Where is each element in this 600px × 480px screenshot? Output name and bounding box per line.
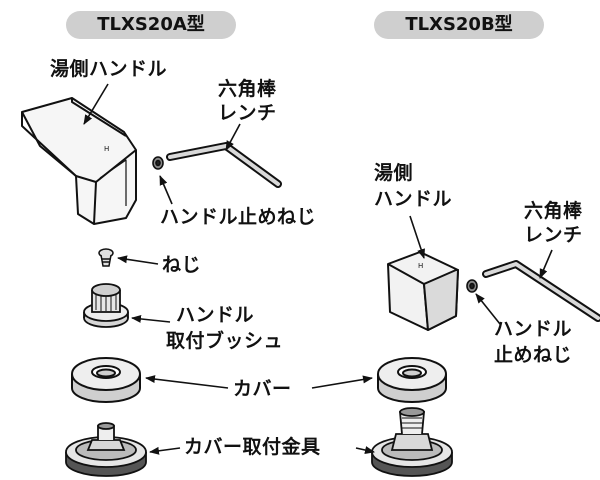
b-hex-wrench-label-line1: 六角棒 bbox=[524, 200, 583, 222]
a-bushing-drawing bbox=[83, 283, 129, 328]
a-hot-handle-label: 湯側ハンドル bbox=[50, 58, 168, 80]
b-set-screw-label-line2: 止めねじ bbox=[494, 344, 573, 366]
a-screw-label: ねじ bbox=[162, 254, 202, 276]
b-hex-wrench-drawing bbox=[482, 260, 600, 322]
leader-lines bbox=[83, 83, 553, 455]
a-bushing-label-line1: ハンドル bbox=[176, 304, 255, 326]
a-cover-drawing bbox=[71, 357, 141, 403]
b-hot-handle-drawing: H bbox=[387, 251, 459, 331]
svg-text:H: H bbox=[418, 262, 423, 270]
cover-label: カバー bbox=[230, 378, 295, 400]
a-cover-fitting-drawing bbox=[65, 422, 147, 477]
model-b-badge: TLXS20B型 bbox=[374, 11, 544, 39]
a-screw-drawing bbox=[98, 248, 114, 267]
a-hot-handle-drawing: H bbox=[21, 97, 137, 225]
cover-fitting-label: カバー取付金具 bbox=[184, 436, 321, 458]
model-a-badge: TLXS20A型 bbox=[66, 11, 236, 39]
a-hex-wrench-label-line1: 六角棒 bbox=[218, 78, 277, 100]
a-bushing-label-line2: 取付ブッシュ bbox=[166, 330, 284, 352]
a-hex-wrench-label-line2: レンチ bbox=[218, 102, 277, 124]
b-cover-drawing bbox=[377, 357, 447, 403]
b-hot-handle-label-line1: 湯側 bbox=[374, 162, 414, 184]
b-set-screw-drawing bbox=[466, 279, 478, 293]
b-set-screw-label-line1: ハンドル bbox=[494, 318, 573, 340]
a-set-screw-label: ハンドル止めねじ bbox=[160, 206, 317, 228]
b-cover-fitting-drawing bbox=[371, 407, 453, 477]
a-hex-wrench-drawing bbox=[166, 142, 282, 188]
b-hot-handle-label-line2: ハンドル bbox=[374, 188, 453, 210]
svg-text:H: H bbox=[104, 145, 109, 153]
b-hex-wrench-label-line2: レンチ bbox=[524, 224, 583, 246]
a-set-screw-drawing bbox=[152, 156, 164, 170]
